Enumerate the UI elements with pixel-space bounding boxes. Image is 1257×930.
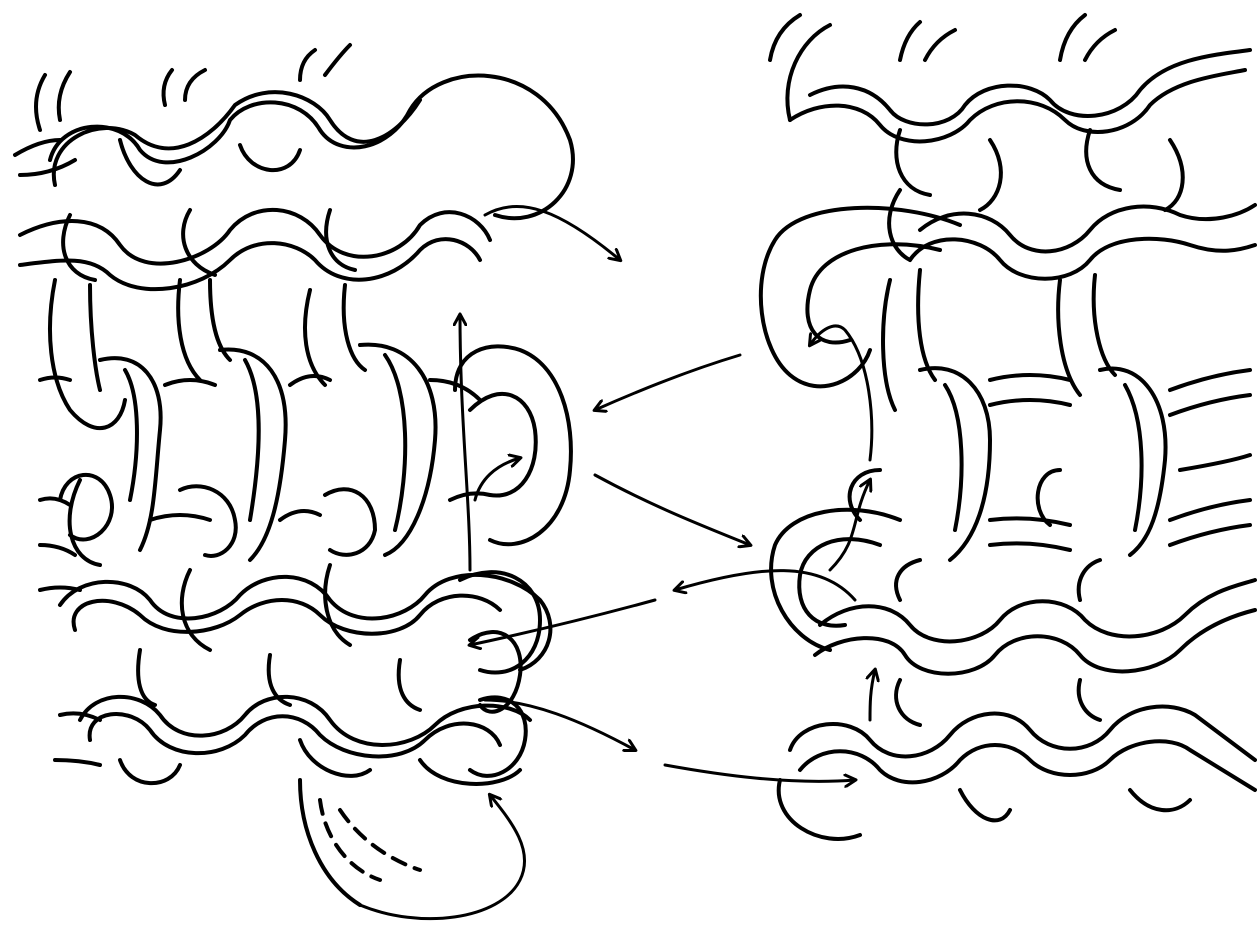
left-cable-row-2 <box>20 210 490 289</box>
right-fabric-panel <box>761 15 1255 839</box>
right-lower-edge-loop <box>771 510 900 650</box>
arrow-icon <box>595 355 740 410</box>
arrow-icon <box>595 475 750 545</box>
right-cable-row-4 <box>779 680 1255 839</box>
arrow-icon <box>810 326 872 460</box>
right-top-strand-tails <box>770 15 1115 120</box>
right-stitch-columns <box>850 270 1250 560</box>
left-stitch-columns <box>40 280 436 565</box>
arrow-icon <box>870 670 875 720</box>
left-cable-row-1 <box>20 76 573 219</box>
arrow-icon <box>485 206 620 260</box>
arrow-icon <box>665 765 855 781</box>
left-cable-row-4 <box>55 650 530 784</box>
left-edge-loop <box>430 346 571 544</box>
right-cable-row-3 <box>815 560 1255 674</box>
left-cable-row-3 <box>40 565 550 670</box>
left-bottom-dangling-strand <box>300 780 420 905</box>
arrow-icon <box>460 315 470 570</box>
arrow-icon <box>360 795 525 919</box>
right-cable-row-1 <box>790 50 1250 210</box>
right-cable-row-2 <box>889 190 1255 279</box>
arrow-group <box>360 206 875 918</box>
arrow-icon <box>675 571 855 600</box>
